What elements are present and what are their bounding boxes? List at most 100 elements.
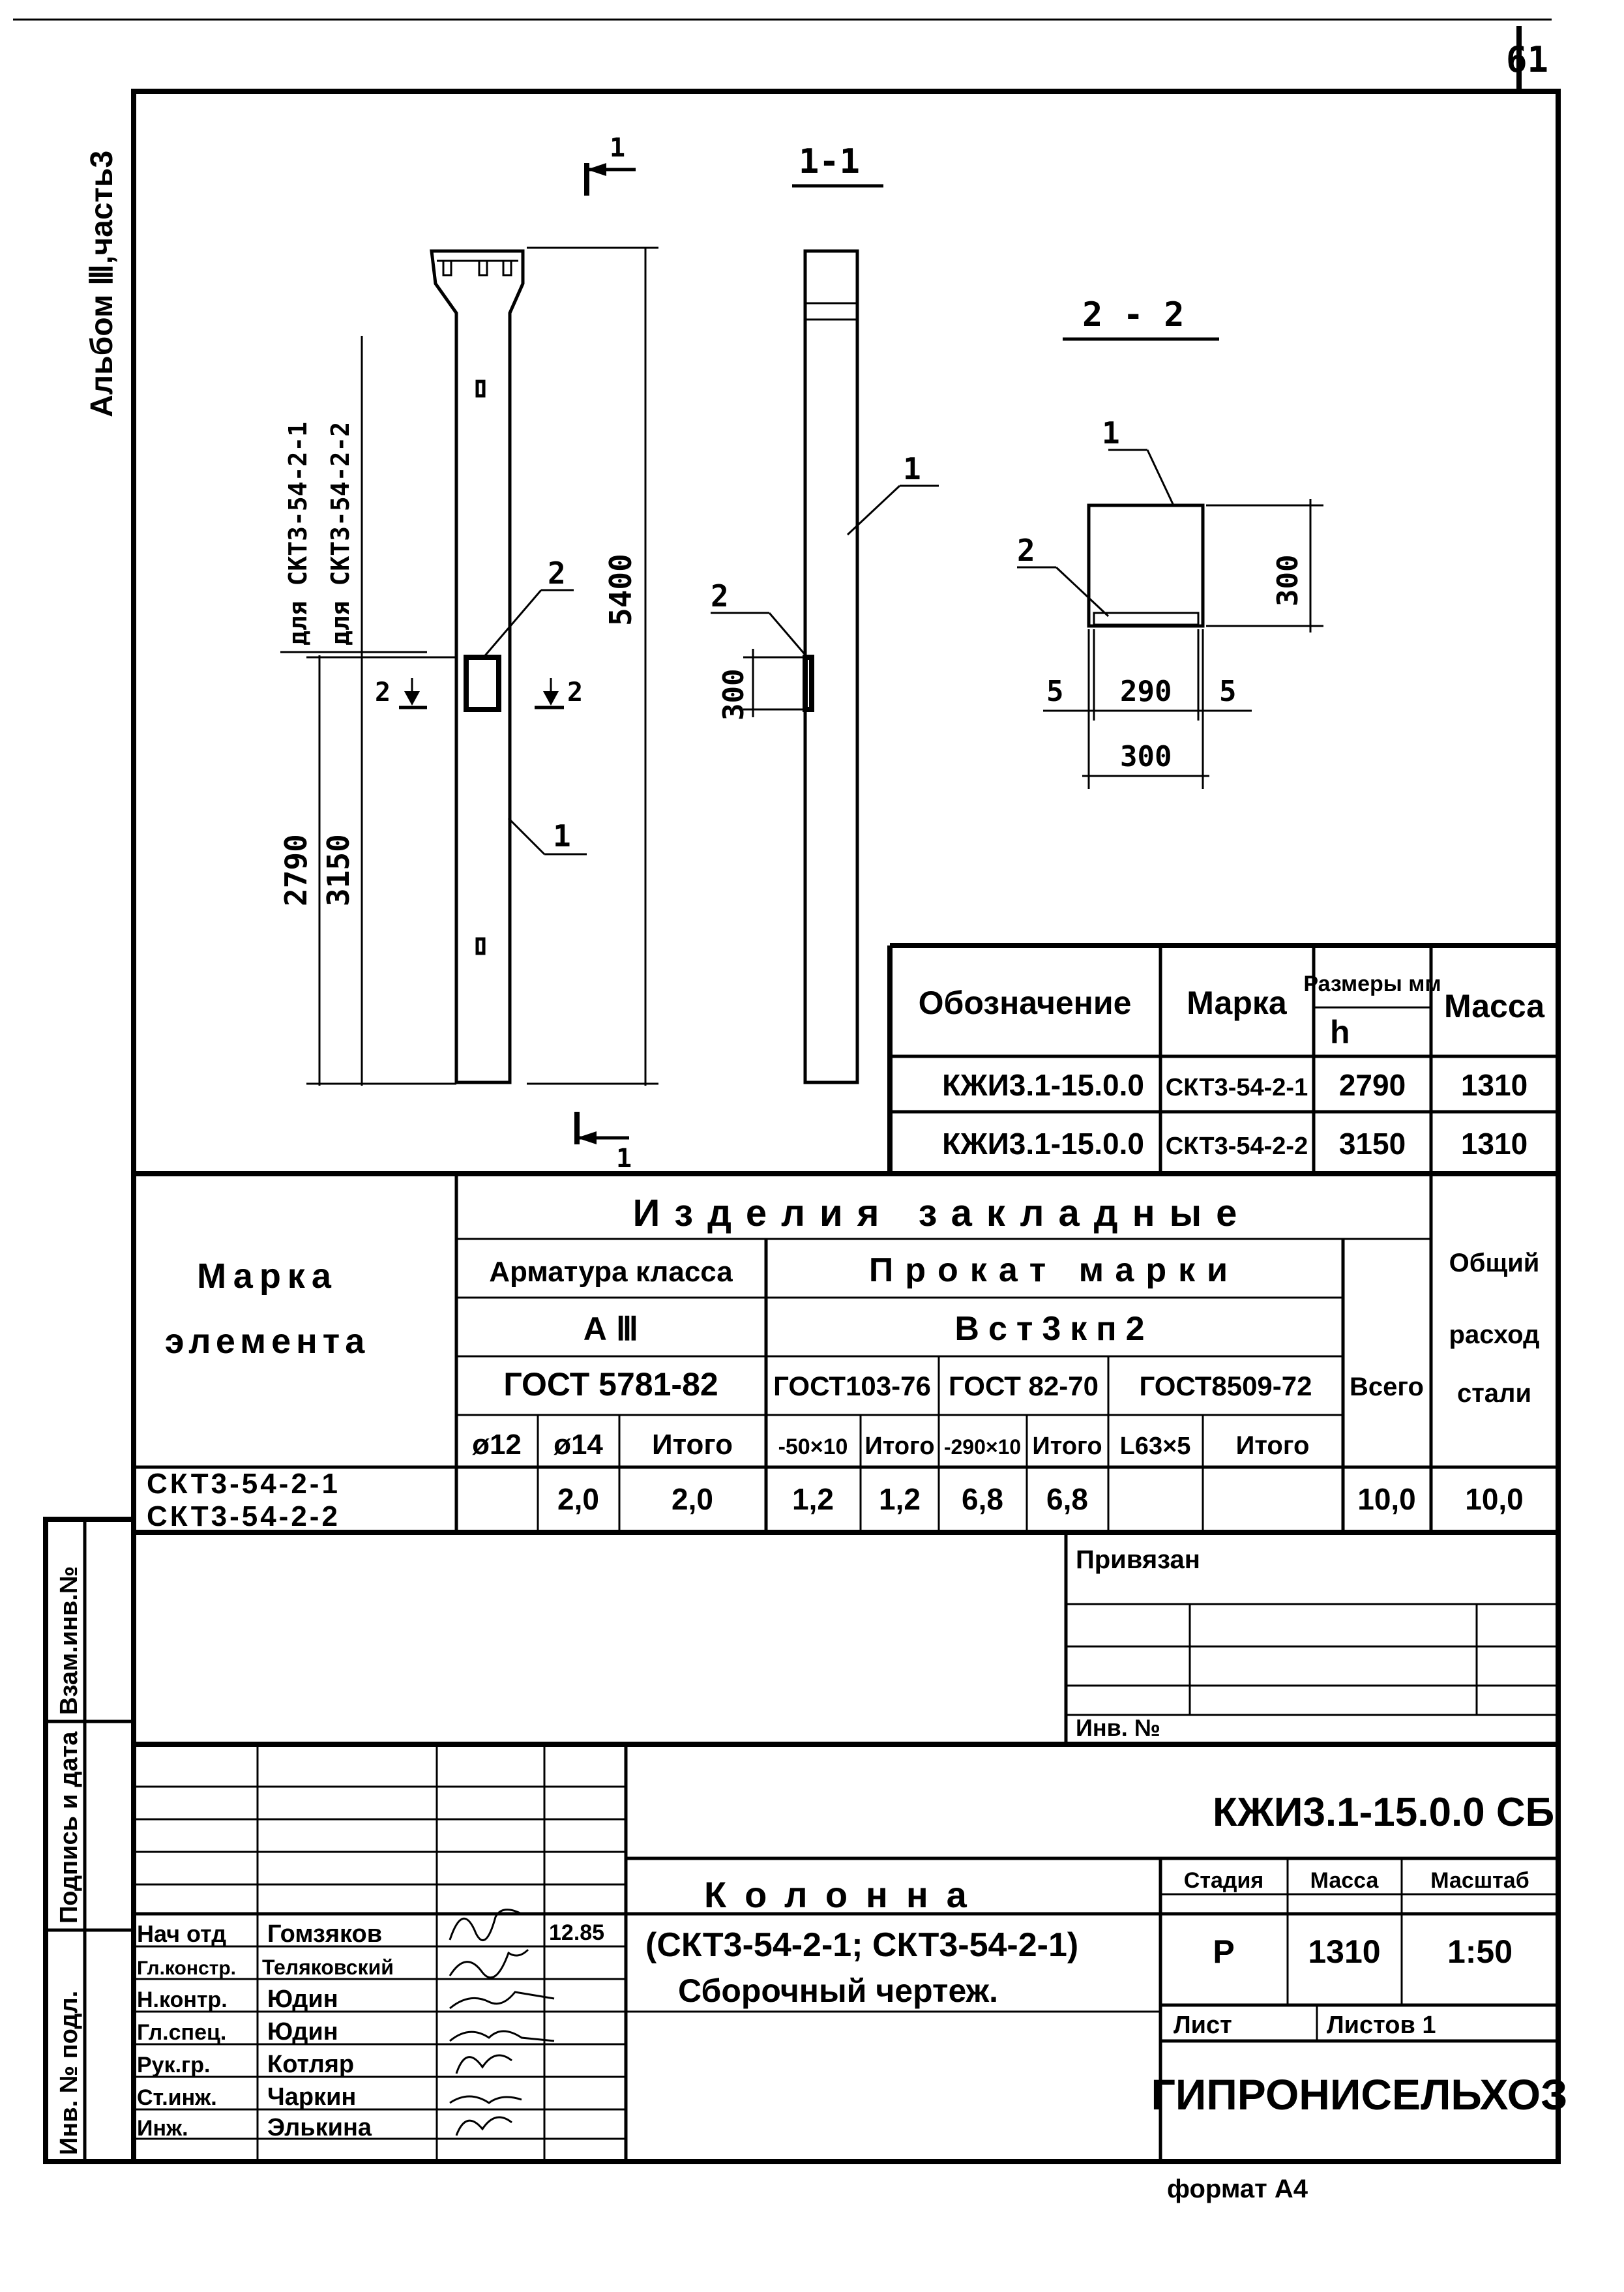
spec-header-h: h [1330, 1014, 1350, 1050]
steel-col-plate-total: Итого [1032, 1433, 1102, 1460]
album-label: Альбом Ⅲ,часть3 [85, 151, 119, 417]
title-organization: ГИПРОНИСЕЛЬХОЗ [1151, 2070, 1568, 2119]
steel-val-plate-total: 6,8 [1046, 1482, 1088, 1516]
steel-col-angle: L63×5 [1120, 1433, 1191, 1460]
steel-col-strip: -50×10 [778, 1435, 848, 1459]
spec-header-mark: Марка [1187, 985, 1288, 1021]
steel-col-d14: ø14 [554, 1429, 603, 1461]
steel-col-strip-total: Итого [864, 1433, 934, 1460]
steel-col-d12: ø12 [472, 1429, 522, 1461]
dim-edge-right: 5 [1219, 675, 1237, 708]
name-chief-designer: Теляковский [262, 1956, 394, 1979]
steel-rebar-class: А Ⅲ [583, 1311, 638, 1347]
svg-text:2: 2 [375, 677, 391, 707]
column-elevation: 5400 2790 3150 для СКТ3-54-2-1 для СКТ3-… [278, 133, 658, 1174]
steel-rebar-gost: ГОСТ 5781-82 [503, 1366, 718, 1403]
dim-edge-left: 5 [1046, 675, 1064, 708]
name-standards-control: Юдин [267, 1986, 338, 2013]
sheet-frame: 61 [13, 18, 1561, 2164]
spec-header-mass: Масса [1444, 988, 1545, 1024]
dim-total-length: 5400 [603, 554, 638, 626]
steel-row-mark-1: СКТ3-54-2-1 [147, 1468, 340, 1500]
spec-row2-mark: СКТ3-54-2-2 [1166, 1133, 1308, 1160]
steel-val-plate: 6,8 [962, 1482, 1003, 1516]
steel-general-header-1: Общий [1449, 1249, 1540, 1277]
side-stamp: Взам.инв.№ Подпись и дата Инв. № подл. [43, 1517, 136, 2164]
title-mass: 1310 [1308, 1933, 1380, 1970]
title-format: формат А4 [1167, 2175, 1308, 2203]
steel-total-header: Всего [1350, 1373, 1424, 1401]
elev-pos-2: 2 [548, 556, 566, 591]
title-name-1: Колонна [704, 1874, 985, 1915]
section-marker-bottom: 1 [616, 1144, 632, 1174]
dim-plate-height: 300 [717, 669, 750, 721]
steel-rebar-header: Арматура класса [489, 1256, 733, 1288]
steel-mark-header-1: Марка [197, 1257, 338, 1296]
sec2-pos-2: 2 [1017, 533, 1035, 568]
role-chief-designer: Гл.констр. [137, 1957, 236, 1979]
title-sheets-label: Листов 1 [1327, 2012, 1436, 2039]
steel-rolled-header: Прокат марки [869, 1251, 1239, 1289]
steel-col-plate: -290×10 [944, 1435, 1021, 1459]
section-1-1: 1-1 1 2 300 [711, 142, 939, 1084]
side-stamp-replace-inv: Взам.инв.№ [55, 1566, 83, 1715]
steel-col-angle-total: Итого [1236, 1431, 1310, 1460]
role-head-department: Нач отд [137, 1920, 226, 1947]
role-standards-control: Н.контр. [137, 1987, 228, 2012]
steel-row-mark-2: СКТ3-54-2-2 [147, 1500, 340, 1532]
title-scale: 1:50 [1447, 1933, 1513, 1970]
steel-val-strip-total: 1,2 [879, 1482, 921, 1516]
role-group-leader: Рук.гр. [137, 2053, 210, 2077]
name-group-leader: Котляр [267, 2051, 354, 2078]
dim-inner-width: 290 [1120, 675, 1172, 708]
role-senior-engineer: Ст.инж. [137, 2085, 217, 2110]
title-scale-header: Масштаб [1430, 1868, 1529, 1893]
name-senior-engineer: Чаркин [267, 2083, 356, 2111]
dim-section-height: 300 [1271, 555, 1305, 606]
elev-pos-1: 1 [553, 818, 571, 854]
steel-gost-a: ГОСТ103-76 [773, 1371, 931, 1401]
main-border [131, 89, 1561, 2164]
dim-h1: 2790 [278, 834, 314, 906]
section-marker-top: 1 [610, 133, 625, 163]
page-number: 61 [1506, 39, 1548, 80]
svg-text:2: 2 [567, 677, 583, 707]
label-for-column-2: для СКТ3-54-2-2 [326, 422, 355, 646]
dim-section-width: 300 [1120, 740, 1172, 773]
dim-h2: 3150 [321, 834, 356, 906]
spec-row2-h: 3150 [1339, 1127, 1406, 1161]
steel-val-rebar-total: 2,0 [672, 1482, 713, 1516]
title-date: 12.85 [549, 1920, 604, 1945]
steel-val-general: 10,0 [1465, 1482, 1524, 1516]
steel-rolled-grade: Вст3кп2 [954, 1310, 1153, 1348]
spec-row2-mass: 1310 [1461, 1127, 1528, 1161]
title-stage: Р [1213, 1933, 1234, 1970]
title-code: КЖИ3.1-15.0.0 СБ [1213, 1790, 1554, 1835]
name-chief-specialist: Юдин [267, 2018, 338, 2046]
title-block: КЖИ3.1-15.0.0 СБ Колонна (СКТ3-54-2-1; С… [134, 1742, 1568, 2203]
spec-row1-designation: КЖИ3.1-15.0.0 [942, 1068, 1144, 1102]
spec-row1-mark: СКТ3-54-2-1 [1166, 1074, 1308, 1101]
spec-header-dims: Размеры мм [1303, 972, 1441, 996]
name-engineer: Элькина [267, 2114, 372, 2141]
steel-col-rebar-total: Итого [652, 1429, 733, 1461]
spec-row1-h: 2790 [1339, 1068, 1406, 1102]
title-sheet-label: Лист [1174, 2012, 1232, 2039]
title-name-3: Сборочный чертеж. [678, 1972, 998, 2009]
steel-val-total: 10,0 [1357, 1482, 1416, 1516]
steel-general-header-3: стали [1457, 1379, 1531, 1408]
steel-general-header-2: расход [1449, 1320, 1540, 1349]
binding-inv-label: Инв. № [1076, 1714, 1160, 1741]
spec-header-designation: Обозначение [919, 985, 1132, 1021]
role-chief-specialist: Гл.спец. [137, 2020, 226, 2045]
steel-table: Марка элемента Изделия закладные Арматур… [134, 1171, 1558, 1535]
steel-embedded-header: Изделия закладные [633, 1192, 1252, 1234]
sec1-pos-2: 2 [711, 578, 729, 614]
handwritten-signatures [449, 1909, 555, 2136]
name-head-department: Гомзяков [267, 1920, 382, 1948]
title-stage-header: Стадия [1184, 1868, 1263, 1893]
spec-row1-mass: 1310 [1461, 1068, 1528, 1102]
embedded-plate [464, 655, 501, 712]
title-mass-header: Масса [1310, 1868, 1380, 1893]
